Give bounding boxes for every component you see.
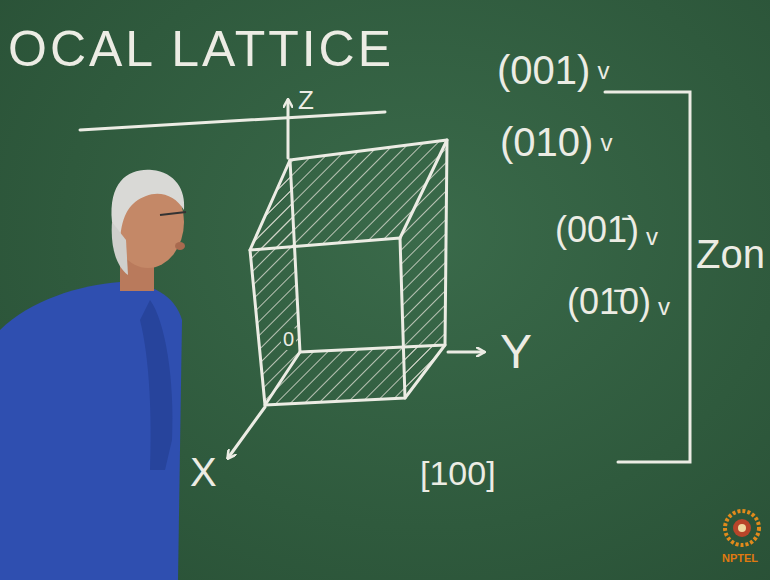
underline bbox=[80, 112, 385, 130]
miller-index: (010) bbox=[500, 120, 593, 164]
miller-index: (01̄0) bbox=[567, 282, 651, 322]
nptel-logo bbox=[725, 511, 759, 545]
zone-label: Zon bbox=[696, 232, 765, 276]
miller-index: (001) bbox=[497, 48, 590, 92]
bracket bbox=[605, 92, 690, 462]
axis-label: X bbox=[190, 450, 217, 494]
axis-label: Z bbox=[298, 86, 314, 115]
axes bbox=[228, 100, 484, 458]
origin-label: 0 bbox=[281, 328, 296, 350]
lecturer bbox=[0, 170, 186, 580]
check-mark: v bbox=[658, 294, 670, 320]
logo-text: NPTEL bbox=[722, 552, 758, 564]
cube bbox=[250, 140, 447, 405]
board-title: OCAL LATTICE bbox=[8, 22, 394, 77]
check-mark: v bbox=[646, 224, 658, 250]
miller-index: (001̄) bbox=[555, 210, 639, 250]
hatched-faces bbox=[250, 140, 447, 405]
axis-label: Y bbox=[500, 326, 532, 379]
zone-axis: [100] bbox=[420, 455, 496, 492]
check-mark: v bbox=[597, 58, 609, 84]
check-mark: v bbox=[600, 130, 612, 156]
